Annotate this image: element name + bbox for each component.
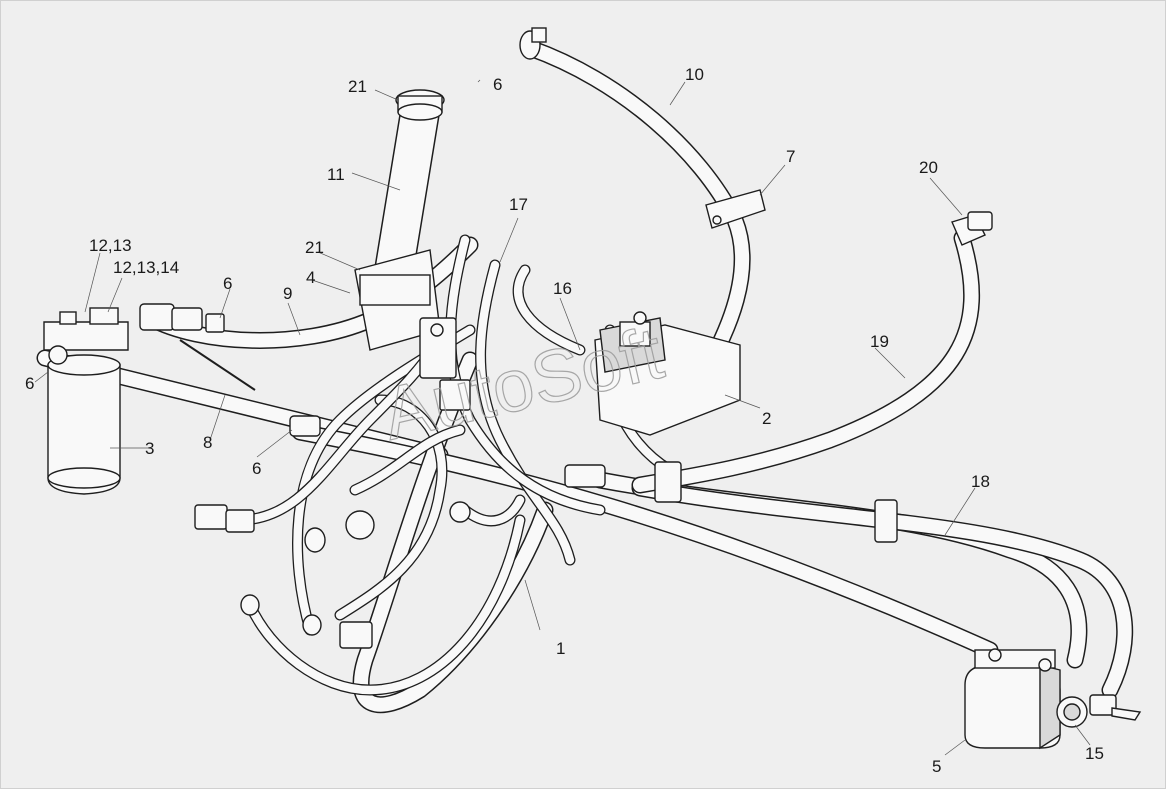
- callout-19: 19: [870, 332, 889, 351]
- callout-12-13-14: 12,13,14: [113, 258, 179, 277]
- callout-1: 1: [556, 639, 565, 658]
- valve-block-center: [419, 317, 471, 411]
- callout-2: 2: [762, 409, 771, 428]
- callout-9: 9: [283, 284, 292, 303]
- callout-3: 3: [145, 439, 154, 458]
- fitting-left-coupling: [139, 303, 256, 391]
- callout-20: 20: [919, 158, 938, 177]
- clamp-7: [705, 189, 766, 229]
- hose-short-center: [459, 494, 526, 527]
- leader-lines: [34, 79, 1091, 756]
- clamp-center-rail: [564, 461, 682, 503]
- hose-1b: [244, 514, 526, 696]
- callout-8: 8: [203, 433, 212, 452]
- hose-9: [141, 236, 479, 349]
- callout-21-top: 21: [348, 77, 367, 96]
- fitting-20: [951, 211, 993, 246]
- bracket-4: [354, 249, 441, 351]
- main-long-tube: [291, 423, 999, 659]
- tube-18-parallel: [631, 479, 1134, 699]
- fitting-left-lower: [194, 504, 375, 553]
- callout-6-lower: 6: [252, 459, 261, 478]
- fitting-10-end: [519, 27, 547, 60]
- callout-labels: 1 2 3 4 5 6 6 6 6 7 8 9 10 11 12,13 12,1…: [25, 65, 1104, 776]
- valve-bracket-2: [594, 311, 741, 436]
- hose-group: [36, 39, 1134, 714]
- fitting-bottom-left: [240, 501, 471, 649]
- callout-18: 18: [971, 472, 990, 491]
- callout-6-top: 6: [493, 75, 502, 94]
- callout-11: 11: [327, 165, 345, 184]
- clamp-6-lower: [289, 415, 321, 437]
- callout-6-mid: 6: [223, 274, 232, 293]
- hose-short-left: [349, 424, 466, 496]
- hose-left-loop: [234, 334, 446, 526]
- callout-16: 16: [553, 279, 572, 298]
- filter-3: [43, 307, 129, 495]
- reservoir-5: [964, 648, 1061, 750]
- hose-upper-center: [445, 234, 606, 516]
- hose-1c: [334, 394, 448, 621]
- callout-5: 5: [932, 757, 941, 776]
- hose-19: [631, 229, 981, 494]
- callout-7: 7: [786, 147, 795, 166]
- clamp-18: [874, 499, 898, 543]
- hose-16: [512, 264, 586, 356]
- callout-12-13: 12,13: [89, 236, 132, 255]
- callout-4: 4: [306, 268, 315, 287]
- clamp-21-top: [395, 89, 445, 121]
- hose-17: [475, 259, 576, 566]
- callout-10: 10: [685, 65, 704, 84]
- callout-17: 17: [509, 195, 528, 214]
- pump-15: [1056, 694, 1142, 728]
- callout-21-mid: 21: [305, 238, 324, 257]
- callout-15: 15: [1085, 744, 1104, 763]
- callout-6-left: 6: [25, 374, 34, 393]
